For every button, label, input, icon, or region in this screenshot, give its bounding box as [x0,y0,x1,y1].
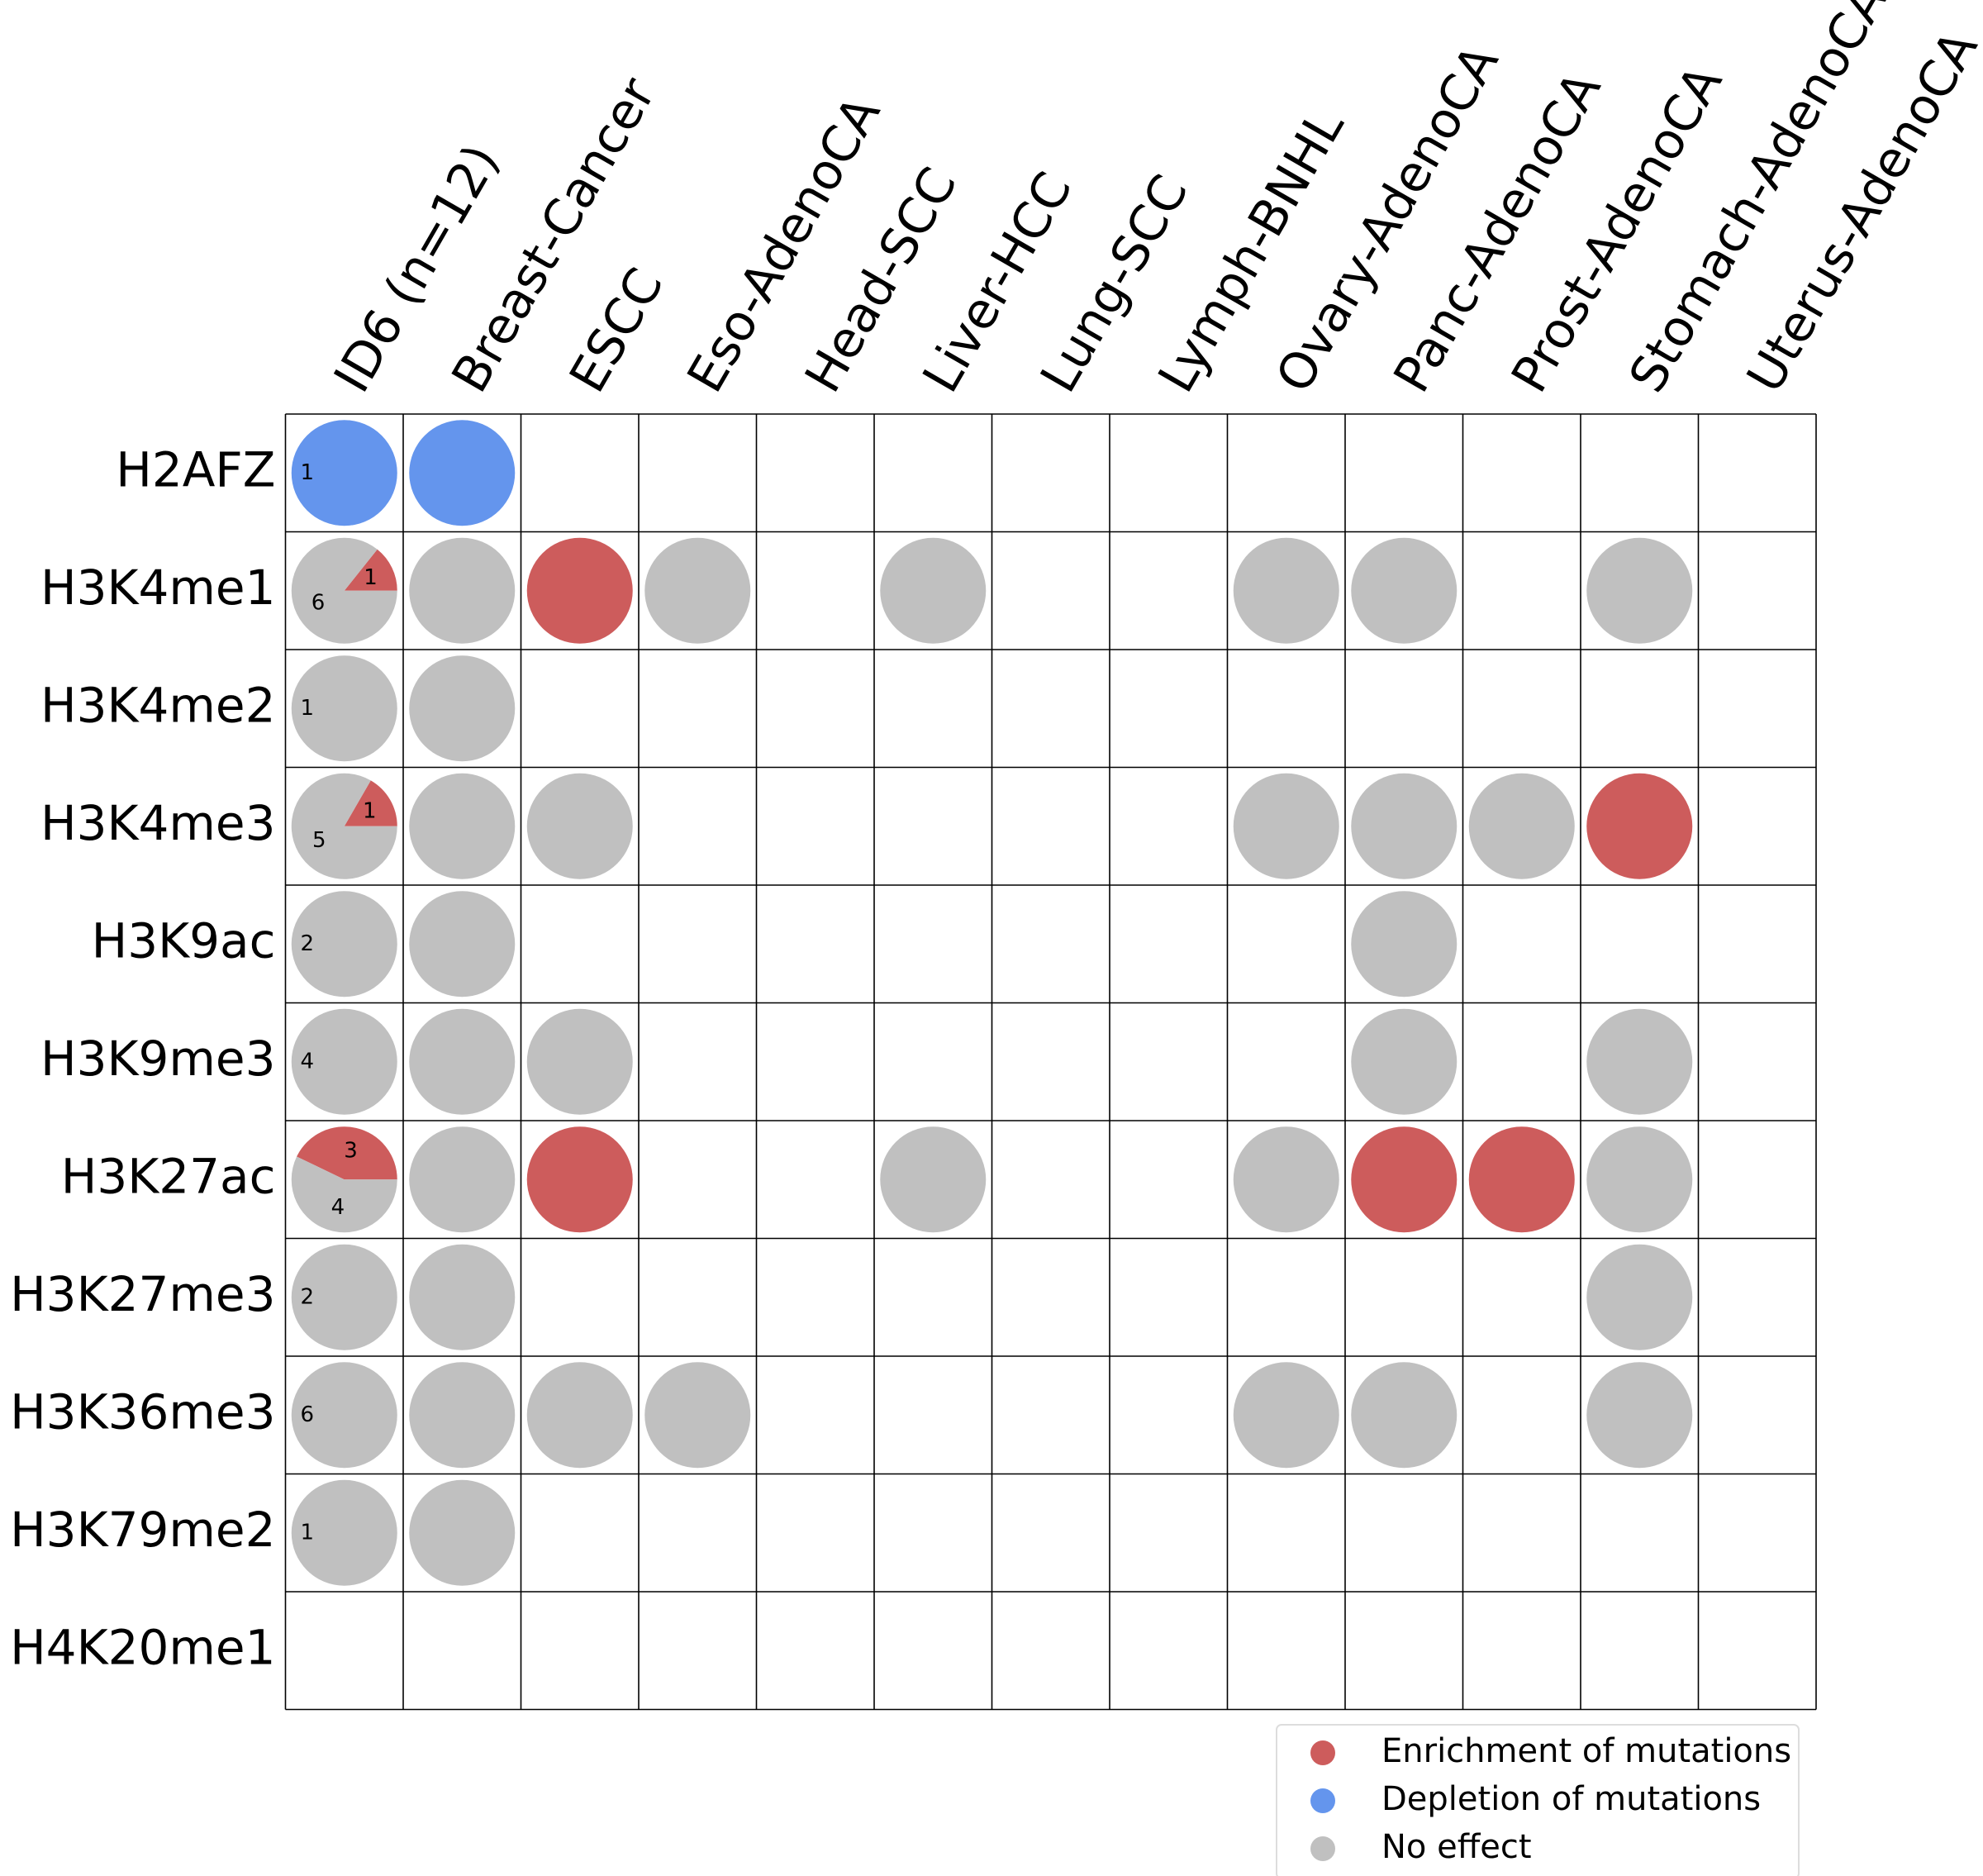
column-label: ESCC [559,259,675,402]
row-label: H3K27ac [61,1148,276,1204]
legend-label: Enrichment of mutations [1381,1732,1791,1770]
cell-marker-red [1351,1126,1458,1233]
pie-slice-red [297,1126,397,1180]
pie-count-gray: 4 [300,1049,314,1074]
row-label: H2AFZ [116,441,275,498]
pie-count-gray: 1 [300,696,314,721]
cell-marker-gray [1586,537,1693,644]
row-label: H3K4me1 [40,559,276,616]
cell-marker-gray [409,773,516,879]
pie-count-red: 3 [344,1138,358,1163]
cell-marker-gray [526,773,633,879]
cell-marker-gray [1233,773,1339,879]
cell-marker-red [1468,1126,1575,1233]
legend-label: No effect [1381,1828,1532,1866]
cell-marker-gray [644,537,751,644]
cell-marker-gray [409,891,516,998]
summary-pie: 1 [291,655,397,762]
summary-pie: 1 [291,1479,397,1586]
pie-slice-gray [291,1479,397,1586]
pie-slice-blue [291,420,397,526]
pie-count-gray: 4 [331,1195,345,1220]
pie-count-red: 1 [363,799,377,824]
legend-marker-gray [1310,1836,1335,1861]
pie-slice-gray [291,655,397,762]
pie-count-gray: 6 [300,1402,314,1427]
cell-marker-gray [1351,1008,1458,1115]
cell-marker-gray [644,1362,751,1469]
cell-marker-gray [1586,1126,1693,1233]
cell-marker-gray [409,1479,516,1586]
pie-slice-gray [291,1156,397,1233]
summary-pie: 6 [291,1362,397,1469]
pie-count-gray: 6 [311,591,326,616]
cell-marker-gray [526,1008,633,1115]
cell-marker-gray [1233,537,1339,644]
row-label: H3K4me2 [40,677,276,733]
summary-pie: 2 [291,1244,397,1350]
summary-pie: 1 [291,420,397,526]
row-label: H3K4me3 [40,795,276,851]
row-label: H3K36me3 [10,1383,275,1440]
pie-slice-gray [291,1008,397,1115]
pie-slice-red [344,780,397,826]
cell-marker-red [526,1126,633,1233]
cell-marker-gray [409,1126,516,1233]
summary-pie: 16 [291,537,397,644]
legend-label: Depletion of mutations [1381,1780,1761,1818]
cell-marker-red [526,537,633,644]
cell-marker-blue [409,420,516,526]
pie-slice-gray [291,537,397,644]
pie-slice-gray [291,1362,397,1469]
cell-marker-gray [409,1008,516,1115]
legend-marker-blue [1310,1788,1335,1813]
row-label: H3K9ac [92,912,276,969]
cell-marker-gray [409,655,516,762]
cell-marker-gray [1351,773,1458,879]
summary-pie: 2 [291,891,397,998]
cell-marker-gray [409,1362,516,1469]
pie-count-gray: 2 [300,1284,314,1309]
legend-marker-red [1310,1740,1335,1765]
cell-marker-gray [1351,891,1458,998]
pie-count-blue: 1 [300,460,314,485]
summary-pie: 15 [291,773,397,879]
cell-marker-gray [1586,1008,1693,1115]
cell-marker-gray [1233,1362,1339,1469]
summary-pie: 4 [291,1008,397,1115]
pie-count-gray: 5 [312,828,326,853]
cell-marker-gray [409,537,516,644]
legend-box [1276,1724,1800,1876]
pie-count-gray: 1 [300,1520,314,1545]
cell-marker-gray [880,1126,987,1233]
cell-marker-gray [409,1244,516,1350]
pie-slice-gray [291,891,397,998]
pie-count-gray: 2 [300,931,314,956]
row-label: H3K9me3 [40,1031,276,1087]
grid [284,413,1817,1711]
pie-slice-gray [291,1244,397,1350]
row-label: H3K27me3 [10,1266,275,1322]
cell-marker-gray [1233,1126,1339,1233]
cell-marker-gray [1351,1362,1458,1469]
summary-pie: 34 [291,1126,397,1233]
row-label: H3K79me2 [10,1502,275,1558]
cell-marker-gray [526,1362,633,1469]
cell-marker-gray [880,537,987,644]
pie-slice-red [344,549,397,591]
pie-count-red: 1 [364,565,378,590]
pie-slice-gray [291,773,397,879]
row-label: H4K20me1 [10,1619,275,1675]
cell-marker-gray [1586,1244,1693,1350]
cell-marker-gray [1468,773,1575,879]
cell-marker-gray [1586,1362,1693,1469]
cell-marker-red [1586,773,1693,879]
cell-marker-gray [1351,537,1458,644]
